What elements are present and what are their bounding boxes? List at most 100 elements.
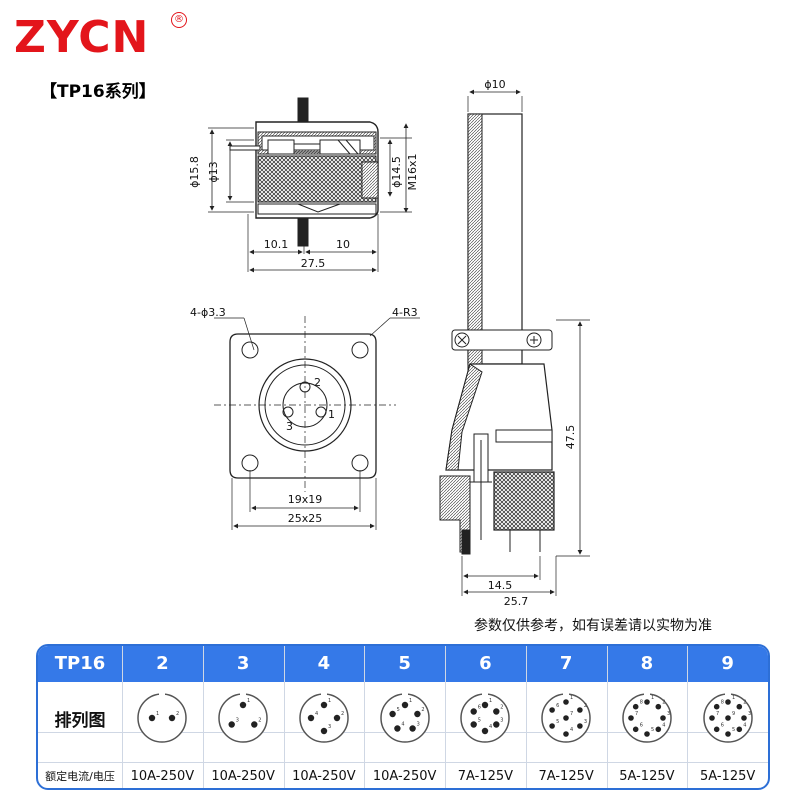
- pin-dot: [724, 731, 731, 737]
- pin-dot: [708, 715, 715, 721]
- pin-dot: [401, 701, 408, 709]
- pin-number: 2: [421, 707, 424, 713]
- pin-number: 4: [570, 727, 573, 733]
- pin-dot: [307, 714, 315, 722]
- pin-dot: [470, 721, 478, 728]
- pin-dot: [563, 715, 569, 721]
- column-divider: [283, 646, 285, 788]
- pin-dot: [320, 727, 328, 735]
- rating-2-pin: 10A-250V: [130, 769, 195, 784]
- pin-number: 2: [662, 700, 665, 706]
- pin-count-5: 5: [398, 653, 411, 674]
- pin-number: 4: [743, 722, 746, 728]
- column-divider: [122, 646, 123, 788]
- pin-number: 8: [720, 700, 723, 706]
- pin-number: 2: [743, 700, 746, 706]
- pin-count-3: 3: [236, 653, 250, 674]
- table-header: [38, 646, 768, 682]
- pin-dot: [393, 725, 401, 732]
- pin-number: 5: [396, 707, 399, 713]
- pin-number: 1: [247, 698, 250, 704]
- row-divider: [38, 762, 768, 763]
- pin-dot: [549, 707, 556, 713]
- pin-number: 3: [748, 711, 751, 717]
- pin-number: 7: [635, 711, 638, 717]
- pin-number: 1: [570, 695, 573, 701]
- table-model-cell: TP16: [54, 653, 106, 674]
- pin-dot: [239, 701, 247, 709]
- pin-dot: [724, 715, 731, 721]
- pin-dot: [577, 707, 583, 713]
- pin-number: 1: [489, 698, 492, 704]
- dim-25-7: 25.7: [504, 595, 529, 608]
- pin-number: 1: [328, 698, 331, 704]
- pin-number: 3: [667, 711, 670, 717]
- pin-dot: [736, 726, 742, 733]
- pin-dot: [563, 699, 569, 705]
- pin-count-4: 4: [317, 653, 331, 674]
- pin-dot: [563, 731, 569, 737]
- column-divider: [606, 646, 608, 788]
- pin-dot: [577, 723, 583, 729]
- brand-logo: ZYCN: [14, 12, 150, 63]
- pin-number: 9: [732, 711, 735, 717]
- pin-number: 1: [732, 695, 735, 701]
- pin-count-2: 2: [156, 653, 169, 674]
- pin-number: 4: [662, 722, 665, 728]
- pin-number: 1: [156, 711, 159, 717]
- pin-dot: [724, 699, 731, 705]
- pin-number: 8: [640, 700, 643, 706]
- pin-number: 2: [258, 718, 261, 724]
- pin-number: 5: [651, 727, 654, 733]
- pin-number: 5: [556, 719, 559, 725]
- pin-number: 2: [341, 711, 344, 717]
- pin-dot: [655, 703, 661, 710]
- dim-holes: 4-ϕ3.3: [190, 306, 226, 319]
- pin-dot: [169, 714, 176, 722]
- column-divider: [364, 646, 366, 788]
- rating-9-pin: 5A-125V: [699, 769, 756, 784]
- pin-number: 1: [409, 698, 412, 704]
- pin-count-9: 9: [721, 653, 734, 674]
- registered-mark: ®: [171, 12, 187, 28]
- column-divider: [687, 646, 689, 788]
- rating-8-pin: 5A-125V: [619, 769, 675, 784]
- front-view: [214, 316, 420, 530]
- pin-dot: [470, 708, 478, 715]
- column-divider: [525, 646, 527, 788]
- pin-dot: [713, 726, 720, 733]
- dim-27-5: 27.5: [301, 257, 326, 270]
- pin-dot: [228, 721, 236, 728]
- pin-dot: [413, 710, 421, 718]
- pin-dot: [493, 721, 500, 728]
- rating-7-pin: 7A-125V: [538, 769, 594, 784]
- dim-19x19: 19x19: [288, 493, 323, 506]
- pin-dot: [644, 699, 650, 705]
- side-view: [208, 97, 412, 273]
- pin-label-1: 1: [328, 408, 335, 421]
- pin-number: 1: [651, 695, 654, 701]
- pin-number: 5: [478, 718, 481, 724]
- dim-47-5: 47.5: [564, 425, 577, 450]
- pin-number: 7: [716, 711, 719, 717]
- pin-count-6: 6: [479, 653, 492, 674]
- pin-count-8: 8: [640, 653, 654, 674]
- pin-number: 3: [416, 722, 419, 728]
- pin-dot: [655, 726, 661, 733]
- pin-dot: [333, 714, 341, 722]
- technical-drawing: ϕ15.8 ϕ13 ϕ14.5 M16x1 10.1 10 27.5: [188, 78, 590, 608]
- pin-dot: [628, 715, 634, 721]
- pin-dot: [713, 703, 720, 710]
- pin-dot: [482, 701, 489, 709]
- column-divider: [445, 646, 446, 788]
- rating-row-label: 额定电流/电压: [45, 770, 115, 783]
- layout-row-label: 排列图: [54, 711, 106, 731]
- pin-dot: [389, 710, 396, 718]
- pin-dot: [644, 731, 650, 737]
- pin-dot: [320, 701, 328, 709]
